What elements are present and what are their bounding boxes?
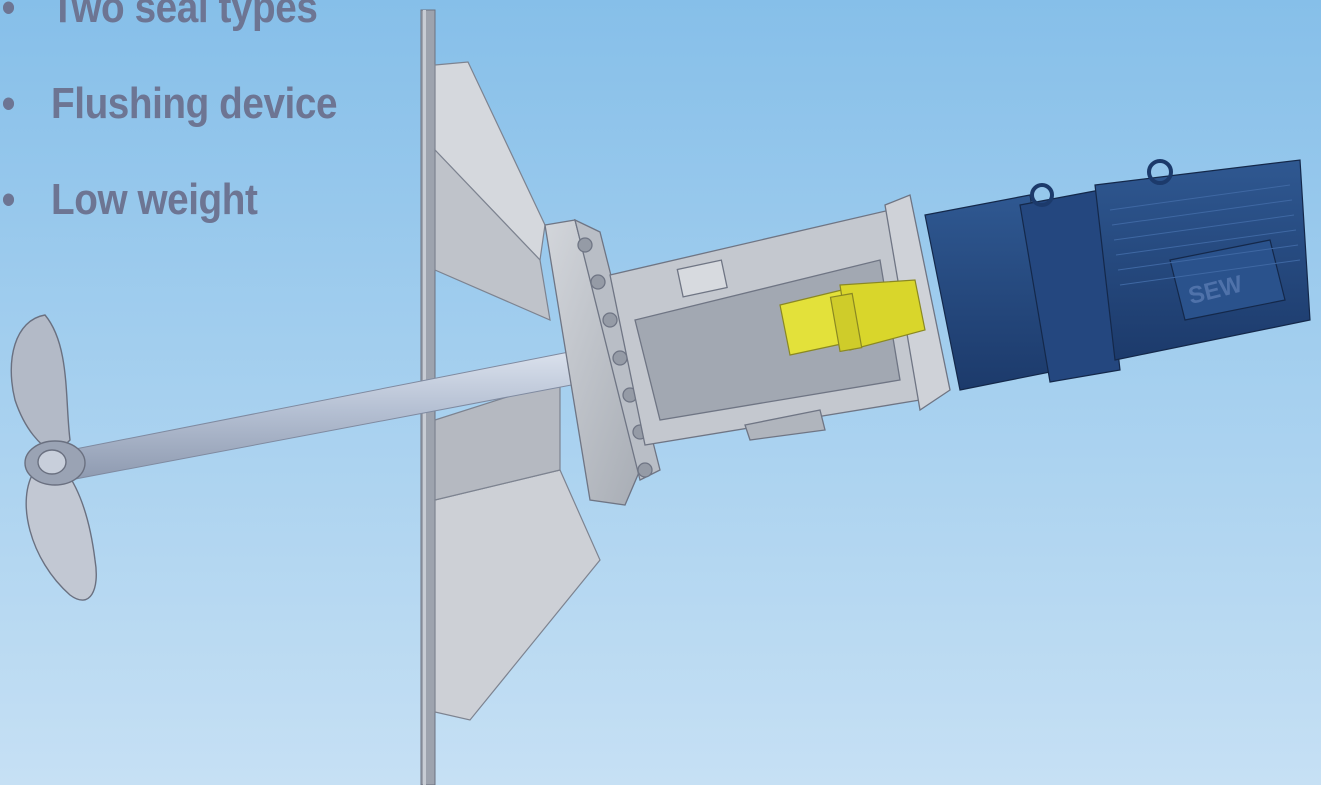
feature-label: Low weight [51, 175, 258, 224]
feature-label: Two seal types [51, 0, 318, 32]
feature-list: • Two seal types • Flushing device • Low we… [0, 0, 338, 248]
feature-item-flushing-device: • Flushing device [0, 56, 338, 152]
support-gusset-icon [434, 61, 601, 721]
feature-label: Flushing device [51, 79, 338, 128]
propeller-icon [10, 314, 97, 601]
coupling-icon [779, 279, 926, 356]
bullet-icon: • [1, 175, 16, 224]
feature-item-seal-types: • Two seal types [0, 0, 337, 56]
electric-motor-icon: SEW [924, 159, 1311, 391]
feature-item-low-weight: • Low weight [0, 152, 337, 248]
bullet-icon: • [1, 0, 16, 32]
bullet-icon: • [1, 79, 16, 128]
